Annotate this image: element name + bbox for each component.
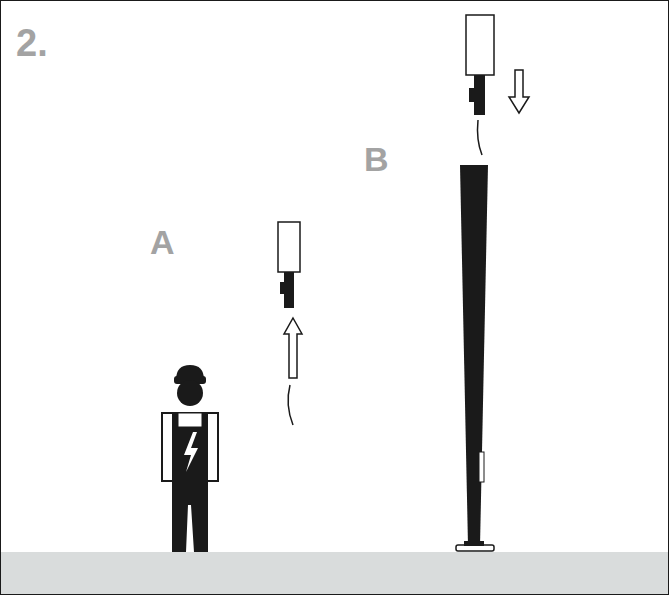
- luminaire-b: [466, 15, 529, 155]
- position-letter: A: [150, 225, 175, 259]
- position-letter: B: [364, 142, 389, 176]
- pole-b: [456, 165, 494, 551]
- luminaire-a: [278, 222, 302, 425]
- step-number: 2.: [16, 24, 48, 62]
- electrician-figure: [162, 365, 218, 552]
- ground: [1, 552, 668, 594]
